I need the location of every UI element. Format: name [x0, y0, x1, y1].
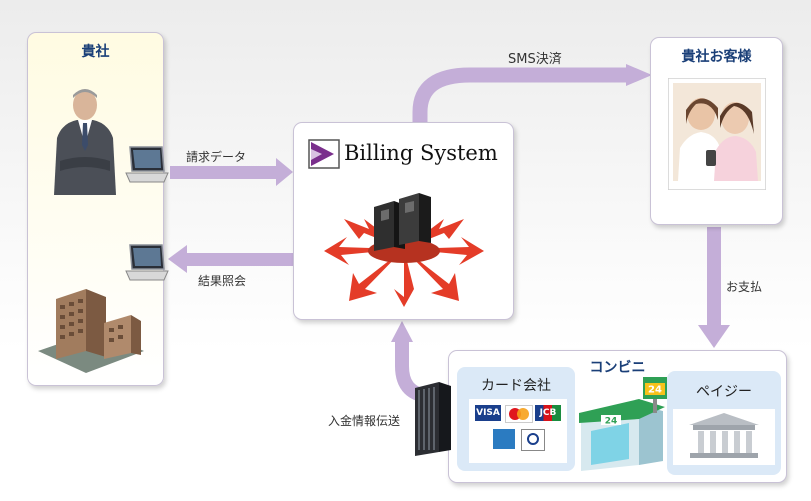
card-company-label: カード会社 [481, 378, 551, 394]
diners-club-card-icon [521, 429, 545, 451]
invoice-data-label: 請求データ [186, 150, 247, 164]
server-rack-image [415, 382, 451, 456]
store-pole-sign-text: 24 [648, 385, 662, 396]
company-title: 貴社 [81, 44, 110, 60]
bank-building-icon [673, 409, 775, 465]
convenience-title: コンビニ [589, 360, 646, 376]
jcb-card-icon: JCB [535, 405, 561, 421]
businessman-photo [54, 89, 116, 195]
payeasy-label: ペイジー [696, 384, 752, 400]
company-panel: 貴社 [27, 32, 169, 386]
result-query-arrow [168, 245, 294, 273]
billing-system-logo-icon [308, 139, 340, 169]
customer-title: 貴社お客様 [681, 49, 752, 65]
payeasy-panel: ペイジー [667, 371, 781, 475]
deposit-info-label: 入金情報伝送 [328, 414, 401, 428]
store-sign-text: 24 [605, 417, 618, 427]
payment-label: お支払 [726, 280, 763, 294]
sms-arrow [412, 64, 652, 122]
customer-panel: 貴社お客様 [650, 37, 783, 225]
amex-card-icon [493, 429, 515, 449]
laptop-icon [125, 146, 169, 183]
card-logos: VISA JCB [469, 399, 567, 463]
payment-arrow [698, 227, 730, 348]
invoice-data-arrow [170, 158, 293, 186]
convenience-panel: コンビニ カード会社 VISA JCB [448, 350, 787, 483]
convenience-store-image: 24 24 [579, 377, 667, 471]
sms-label: SMS決済 [508, 52, 562, 67]
billing-system-name: Billing System [344, 141, 498, 165]
result-query-label: 結果照会 [198, 274, 247, 288]
laptop-icon [125, 244, 169, 281]
mastercard-icon [505, 405, 533, 423]
visa-card-icon: VISA [475, 405, 501, 421]
billing-system-panel: Billing System [293, 122, 514, 320]
office-building-image [38, 289, 144, 373]
customers-photo [668, 78, 766, 190]
card-company-panel: カード会社 VISA JCB [457, 367, 575, 471]
server-hub-image [324, 193, 484, 307]
